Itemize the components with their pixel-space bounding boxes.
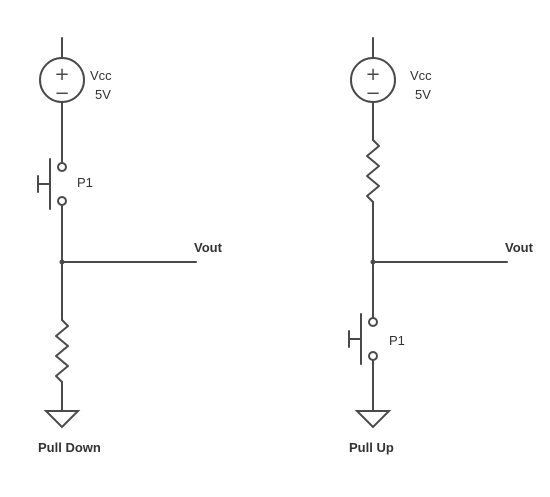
source-minus-sign: −: [54, 83, 69, 104]
switch-label: P1: [389, 333, 405, 348]
pull-down-circuit: + − Vcc 5V P1 Vout Pull Down: [37, 37, 223, 455]
circuit-caption: Pull Down: [38, 440, 101, 455]
source-value-label: 5V: [415, 87, 431, 102]
resistor-icon: [55, 319, 69, 383]
source-minus-sign: −: [365, 83, 380, 104]
source-name-label: Vcc: [90, 68, 112, 83]
push-button-switch-icon: [37, 158, 67, 210]
pull-up-circuit: + − Vcc 5V Vout P1 Pull Up: [348, 37, 534, 455]
source-name-label: Vcc: [410, 68, 432, 83]
circuit-caption: Pull Up: [349, 440, 394, 455]
source-plus-sign: +: [54, 64, 69, 85]
ground-icon: [354, 410, 392, 429]
switch-label: P1: [77, 175, 93, 190]
output-label: Vout: [505, 240, 534, 255]
push-button-switch-icon: [348, 313, 378, 365]
source-plus-sign: +: [365, 64, 380, 85]
source-value-label: 5V: [95, 87, 111, 102]
output-label: Vout: [194, 240, 223, 255]
resistor-icon: [366, 139, 380, 203]
ground-icon: [43, 410, 81, 429]
